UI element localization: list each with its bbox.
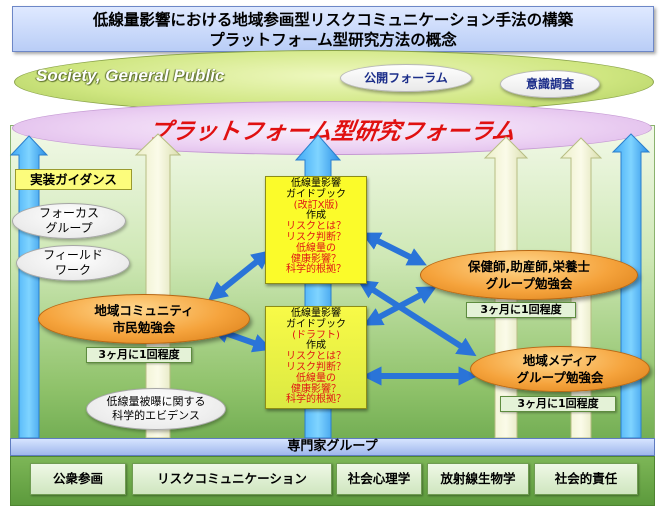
title-box: 低線量影響における地域参画型リスクコミュニケーション手法の構築 プラットフォーム… (12, 6, 654, 52)
guidebook-draft-make: 作成 (306, 340, 326, 352)
discipline-public-participation: 公衆参画 (30, 463, 126, 495)
guidebook-revised-box: 低線量影響 ガイドブック (改訂X版) 作成 リスクとは？ リスク判断？ 低線量… (265, 176, 367, 284)
health-group-line-2: グループ勉強会 (485, 276, 573, 291)
arrow-revised-media (357, 279, 477, 357)
guidebook-revised-q1: リスクとは？ (286, 221, 346, 233)
arrow-community-revised (208, 250, 271, 301)
evidence-line-1: 低線量被曝に関する (106, 395, 206, 408)
guidebook-revised-q3b: 健康影響？ (291, 253, 341, 265)
guidebook-draft-title-1: 低線量影響 (291, 308, 341, 319)
discipline-radiation-biology: 放射線生物学 (427, 463, 529, 495)
health-group-ellipse: 保健師,助産師,栄養士 グループ勉強会 (420, 250, 638, 300)
guidebook-draft-title-2: ガイドブック (286, 318, 346, 330)
focus-group-line-1: フォーカス (38, 206, 99, 220)
discipline-social-psychology: 社会心理学 (336, 463, 422, 495)
guidebook-draft-q2: リスク判断？ (286, 361, 346, 373)
guidebook-draft-q4: 科学的根拠？ (286, 394, 346, 406)
guidebook-revised-make: 作成 (306, 210, 326, 222)
community-frequency-label: 3ヶ月に1回程度 (86, 347, 192, 363)
implementation-guidance-label: 実装ガイダンス (15, 169, 132, 190)
guidebook-draft-q1: リスクとは？ (286, 351, 346, 363)
title-line-2: プラットフォーム型研究方法の概念 (209, 31, 457, 49)
field-work-ellipse: フィールド ワーク (16, 245, 130, 281)
health-group-line-1: 保健師,助産師,栄養士 (468, 259, 590, 274)
guidebook-draft-box: 低線量影響 ガイドブック (ドラフト) 作成 リスクとは？ リスク判断？ 低線量… (265, 306, 367, 409)
guidebook-revised-q3a: 低線量の (296, 242, 336, 254)
field-work-line-2: ワーク (54, 263, 91, 277)
field-work-line-1: フィールド (43, 248, 103, 262)
community-group-ellipse: 地域コミュニティ 市民勉強会 (38, 294, 250, 344)
guidebook-draft-q3a: 低線量の (296, 372, 336, 384)
guidebook-revised-q2: リスク判断？ (286, 231, 346, 243)
media-group-line-2: グループ勉強会 (516, 370, 604, 385)
evidence-line-2: 科学的エビデンス (112, 409, 200, 422)
platform-forum-ellipse (12, 101, 652, 155)
title-line-1: 低線量影響における地域参画型リスクコミュニケーション手法の構築 (92, 11, 574, 29)
society-label: Society, General Public (36, 66, 225, 85)
focus-group-line-2: グループ (45, 221, 93, 235)
public-forum-pill: 公開フォーラム (340, 64, 472, 92)
guidebook-revised-title-1: 低線量影響 (291, 178, 341, 189)
media-group-ellipse: 地域メディア グループ勉強会 (470, 346, 650, 392)
survey-pill: 意識調査 (500, 70, 600, 98)
scientific-evidence-ellipse: 低線量被曝に関する 科学的エビデンス (86, 388, 226, 430)
discipline-risk-communication: リスクコミュニケーション (132, 463, 332, 495)
community-group-line-1: 地域コミュニティ (94, 303, 194, 318)
guidebook-revised-q4: 科学的根拠？ (286, 264, 346, 276)
focus-group-ellipse: フォーカス グループ (12, 203, 126, 239)
guidebook-draft-edition: (ドラフト) (292, 329, 340, 341)
media-group-line-1: 地域メディア (522, 353, 598, 368)
media-frequency-label: 3ヶ月に1回程度 (500, 396, 616, 412)
guidebook-revised-title-2: ガイドブック (286, 188, 346, 200)
health-frequency-label: 3ヶ月に1回程度 (466, 302, 576, 318)
community-group-line-2: 市民勉強会 (112, 320, 176, 335)
guidebook-revised-edition: (改訂X版) (293, 199, 339, 211)
arrow-revised-health (361, 232, 427, 266)
expert-group-bar: 専門家グループ (10, 438, 655, 456)
guidebook-draft-q3b: 健康影響？ (291, 383, 341, 395)
discipline-social-responsibility: 社会的責任 (534, 463, 638, 495)
